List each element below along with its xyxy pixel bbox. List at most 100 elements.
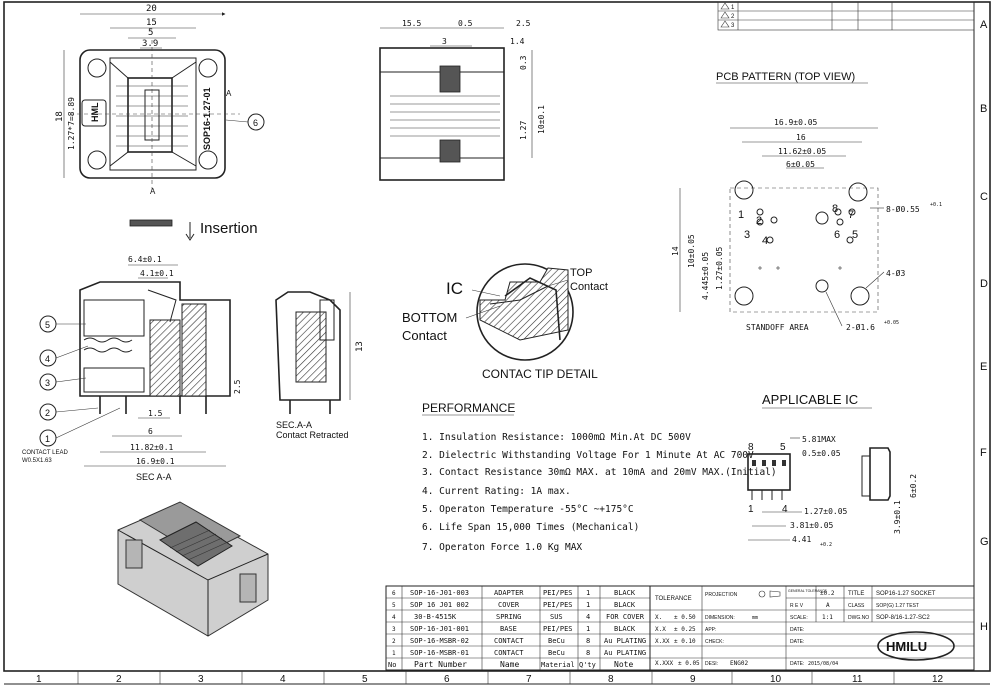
bom-name: ADAPTER xyxy=(494,589,524,597)
tb-value: A xyxy=(826,602,830,609)
ic-dim: 6±0.2 xyxy=(909,474,918,498)
title-block: TOLERANCE X. ± 0.50 X.X ± 0.25 X.XX ± 0.… xyxy=(649,585,975,671)
dim-text: 1.4 xyxy=(510,37,525,46)
bom-no: 2 xyxy=(392,638,396,645)
grid-col: 2 xyxy=(116,674,122,685)
grid-col: 10 xyxy=(770,674,782,685)
grid-columns: 1 2 3 4 5 6 7 8 9 10 11 12 xyxy=(36,671,944,685)
bom-note: Au PLATING xyxy=(604,649,646,657)
bom-material: SUS xyxy=(550,613,563,621)
tb-label: DATE: xyxy=(790,661,804,667)
revision-row: 3 xyxy=(731,23,735,29)
pcb-note: 2-Ø1.6 xyxy=(846,322,875,332)
dim-text: 18 xyxy=(55,111,65,122)
bom-material: PEI/PES xyxy=(543,625,573,633)
bom-no: 1 xyxy=(392,650,396,657)
balloon-2: 2 xyxy=(45,408,50,418)
tb-value: mm xyxy=(752,615,758,621)
ic-pin: 5 xyxy=(780,442,786,453)
pcb-dim: 16 xyxy=(796,133,806,142)
dim-text: 3.9 xyxy=(142,39,158,49)
tb-value: 2015/08/04 xyxy=(808,661,838,667)
bom-part: SOP-16-J01-001 xyxy=(410,625,469,633)
dim-text: 13 xyxy=(355,341,365,352)
performance-item: 7. Operaton Force 1.0 Kg MAX xyxy=(422,542,582,553)
bom-qty: 1 xyxy=(586,589,590,597)
bom-qty: 4 xyxy=(586,613,590,621)
dim-text: 10±0.1 xyxy=(537,105,546,134)
pcb-pin: 6 xyxy=(834,229,840,241)
dim-text: 16.9±0.1 xyxy=(136,457,175,466)
pcb-note: 8-Ø0.55 xyxy=(886,204,920,214)
dim-text: 6 xyxy=(148,427,153,436)
pcb-dim: 4.445±0.05 xyxy=(701,252,710,300)
bom-header-cell: No xyxy=(388,661,396,669)
bom-header-cell: Part Number xyxy=(414,660,467,669)
dim-text: 15.5 xyxy=(402,19,421,28)
tb-label: DATE: xyxy=(790,639,804,645)
pcb-note: +0.1 xyxy=(930,202,942,208)
ic-dim: 0.5±0.05 xyxy=(802,449,841,458)
balloon-6: 6 xyxy=(253,118,258,128)
tb-label: R E V xyxy=(790,603,804,609)
ic-dim: 5.81MAX xyxy=(802,435,836,444)
balloon-4: 4 xyxy=(45,354,50,364)
tb-value: ± 0.25 xyxy=(674,626,696,633)
grid-col: 9 xyxy=(690,674,696,685)
tb-label: TOLERANCE xyxy=(655,596,692,602)
grid-rows: A B C D E F G H xyxy=(980,19,989,633)
pcb-pin: 4 xyxy=(762,235,768,247)
pcb-pattern: PCB PATTERN (TOP VIEW) 16.9±0.05 16 11.6… xyxy=(671,71,942,332)
grid-row: G xyxy=(980,536,989,548)
bottom-contact-label: Contact xyxy=(402,328,447,343)
grid-row: D xyxy=(980,278,988,290)
ic-dim: 1.27±0.05 xyxy=(804,507,848,516)
bom-name: BASE xyxy=(500,625,517,633)
performance-section: PERFORMANCE 1. Insulation Resistance: 10… xyxy=(422,401,777,553)
bom-part: SOP-16-MSBR-01 xyxy=(410,649,469,657)
tb-label: CHECK: xyxy=(705,639,724,645)
applicable-ic: APPLICABLE IC 8 5 1 4 5.81MAX 0.5±0.05 1… xyxy=(747,392,918,548)
performance-title: PERFORMANCE xyxy=(422,401,515,415)
pcb-dim: 14 xyxy=(671,246,680,256)
dim-text: 1.27 xyxy=(519,121,528,140)
ic-pin: 4 xyxy=(782,504,788,515)
bom-table: 6 SOP-16-J01-003 ADAPTER PEI/PES 1 BLACK… xyxy=(385,585,651,671)
grid-row: B xyxy=(980,103,987,115)
performance-item: 4. Current Rating: 1A max. xyxy=(422,486,571,497)
grid-col: 3 xyxy=(198,674,204,685)
lead-size-label: W0.5X1.63 xyxy=(22,458,52,464)
tb-label: PROJECTION xyxy=(705,592,738,598)
retracted-view: 13 SEC.A-A Contact Retracted xyxy=(275,291,365,440)
socket-label: SOP16-1.27-01 xyxy=(202,87,212,150)
bom-row: 6 SOP-16-J01-003 ADAPTER PEI/PES 1 BLACK xyxy=(392,589,636,597)
tb-value: ± 0.50 xyxy=(674,614,696,621)
sheet-border xyxy=(3,1,991,685)
bom-header-cell: Q'ty xyxy=(579,661,596,669)
section-a: A xyxy=(150,187,156,196)
ic-pin: 1 xyxy=(748,504,754,515)
bom-name: COVER xyxy=(498,601,520,609)
tb-label: X. xyxy=(655,614,662,621)
dim-text: 2.5 xyxy=(233,379,242,394)
bom-row: 5 SOP 16 J01 002 COVER PEI/PES 1 BLACK xyxy=(392,601,636,609)
grid-row: E xyxy=(980,361,987,373)
bom-name: CONTACT xyxy=(494,637,524,645)
dim-text: 5 xyxy=(148,28,153,38)
pcb-pin: 5 xyxy=(852,229,858,241)
grid-col: 5 xyxy=(362,674,368,685)
section-view: 6.4±0.1 4.1±0.1 1.5 6 11.82±0.1 16.9±0.1… xyxy=(22,255,242,482)
hml-logo: HML xyxy=(90,102,100,122)
tb-value: ± 0.05 xyxy=(678,660,700,667)
revision-row: 2 xyxy=(731,14,735,20)
retracted-label: Contact Retracted xyxy=(276,430,349,440)
bom-material: PEI/PES xyxy=(543,589,573,597)
insertion-label: Insertion xyxy=(200,220,258,237)
grid-col: 1 xyxy=(36,674,42,685)
bom-qty: 8 xyxy=(586,649,590,657)
tb-value: ±0.2 xyxy=(820,590,835,597)
section-a: A xyxy=(226,89,232,98)
bom-note: FOR COVER xyxy=(606,613,645,621)
dim-text: 0.3 xyxy=(519,55,528,70)
bom-name: CONTACT xyxy=(494,649,524,657)
